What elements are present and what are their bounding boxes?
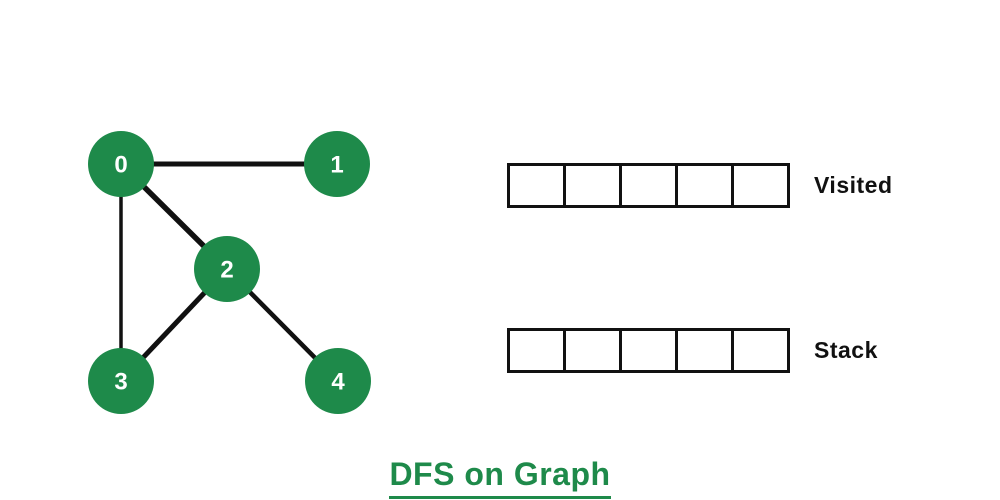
stack-array: Stack [507, 328, 878, 373]
graph-node-label: 0 [114, 152, 127, 179]
graph-node-label: 4 [331, 369, 345, 396]
stack-cell [731, 328, 790, 373]
visited-cell [731, 163, 790, 208]
visited-cell [507, 163, 566, 208]
graph-node-4 [305, 348, 371, 414]
graph-node-label: 1 [330, 152, 343, 179]
visited-label: Visited [814, 172, 893, 198]
stack-cells [507, 328, 790, 373]
title-container: DFS on Graph [0, 456, 1000, 499]
stack-label: Stack [814, 337, 878, 363]
visited-cell [563, 163, 622, 208]
visited-cell [675, 163, 734, 208]
stack-cell [619, 328, 678, 373]
graph-node-2 [194, 236, 260, 302]
graph-node-label: 2 [220, 257, 233, 284]
stack-cell [563, 328, 622, 373]
stack-cell [507, 328, 566, 373]
graph-node-label: 3 [114, 369, 127, 396]
graph-node-0 [88, 131, 154, 197]
visited-cell [619, 163, 678, 208]
graph-node-3 [88, 348, 154, 414]
visited-array: Visited [507, 163, 893, 208]
stack-cell [675, 328, 734, 373]
graph-node-1 [304, 131, 370, 197]
page-title: DFS on Graph [389, 456, 611, 499]
visited-cells [507, 163, 790, 208]
